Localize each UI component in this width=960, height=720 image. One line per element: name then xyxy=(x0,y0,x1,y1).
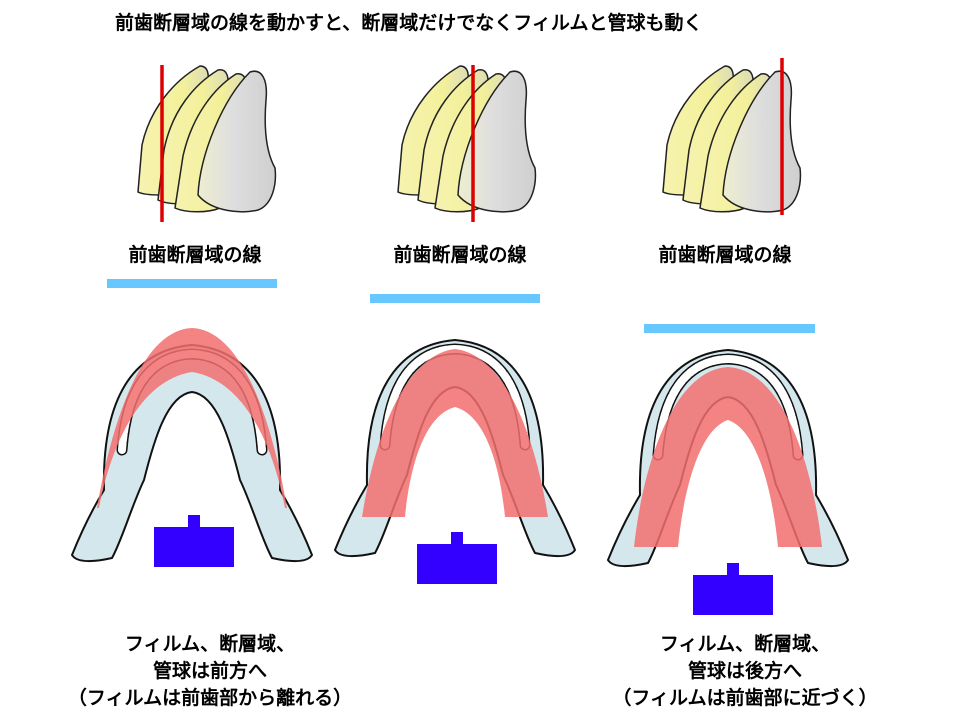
caption-backward-line-1: フィルム、断層域、 xyxy=(659,633,831,655)
caption-forward-line-2: 管球は前方へ xyxy=(152,660,267,682)
dental-arch-3 xyxy=(608,350,848,566)
focal-line-label-1: 前歯断層域の線 xyxy=(128,244,262,266)
xray-tube-2 xyxy=(417,532,497,584)
caption-backward-line-2: 管球は後方へ xyxy=(687,660,802,682)
focal-trough-3 xyxy=(634,367,822,547)
film-bar-2 xyxy=(370,294,540,303)
dental-arch-2 xyxy=(335,340,575,556)
title-text: 前歯断層域の線を動かすと、断層域だけでなくフィルムと管球も動く xyxy=(115,12,703,34)
teeth-sagittal-2 xyxy=(397,65,537,213)
xray-tube-1 xyxy=(154,515,234,567)
focal-trough-1 xyxy=(97,328,287,508)
xray-tube-3 xyxy=(693,563,773,615)
film-bar-3 xyxy=(644,324,815,333)
dental-arch-1 xyxy=(72,328,312,561)
focal-line-label-2: 前歯断層域の線 xyxy=(393,244,527,266)
focal-line-label-3: 前歯断層域の線 xyxy=(658,244,792,266)
focal-trough-2 xyxy=(362,349,548,517)
teeth-sagittal-3 xyxy=(662,65,802,213)
caption-forward-line-1: フィルム、断層域、 xyxy=(124,633,296,655)
film-bar-1 xyxy=(107,279,277,288)
caption-forward-line-3: （フィルムは前歯部から離れる） xyxy=(67,687,353,709)
caption-backward-line-3: （フィルムは前歯部に近づく） xyxy=(612,687,878,709)
caption-backward: フィルム、断層域、 管球は後方へ （フィルムは前歯部に近づく） xyxy=(555,631,935,712)
caption-forward: フィルム、断層域、 管球は前方へ （フィルムは前歯部から離れる） xyxy=(20,631,400,712)
teeth-sagittal-1 xyxy=(137,65,277,213)
